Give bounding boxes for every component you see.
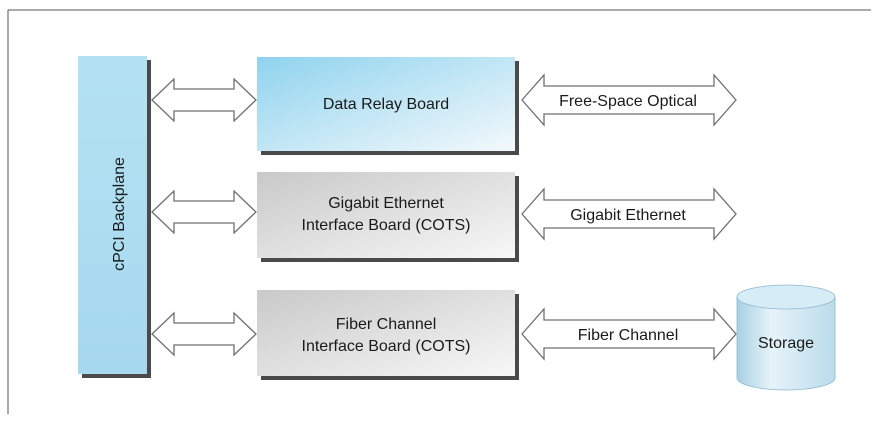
backplane-label: cPCI Backplane bbox=[111, 157, 128, 271]
fiber-channel-board: Fiber Channel Interface Board (COTS) bbox=[257, 290, 519, 380]
gigabit-ethernet-link: Gigabit Ethernet bbox=[521, 187, 737, 241]
free-space-optical-label: Free-Space Optical bbox=[559, 93, 697, 110]
gigabit-ethernet-link-label: Gigabit Ethernet bbox=[570, 207, 686, 224]
gigabit-ethernet-board-line2: Interface Board (COTS) bbox=[302, 217, 471, 234]
fiber-channel-board-line2: Interface Board (COTS) bbox=[302, 338, 471, 355]
fiber-channel-link-label: Fiber Channel bbox=[578, 327, 679, 344]
fiber-channel-arrow bbox=[521, 307, 737, 361]
storage-label: Storage bbox=[758, 335, 814, 352]
fiber-channel-link: Fiber Channel bbox=[521, 307, 737, 361]
data-relay-board: Data Relay Board bbox=[257, 57, 519, 155]
fiber-channel-board-line1: Fiber Channel bbox=[336, 316, 437, 333]
free-space-optical-link: Free-Space Optical bbox=[521, 73, 737, 127]
backplane: cPCI Backplane bbox=[78, 56, 151, 378]
backplane-arrow-fiber bbox=[151, 311, 257, 357]
storage-cylinder: Storage bbox=[736, 284, 836, 391]
gigabit-ethernet-board-line1: Gigabit Ethernet bbox=[328, 195, 444, 212]
backplane-arrow-gige bbox=[151, 189, 257, 235]
free-space-optical-arrow bbox=[521, 73, 737, 127]
gigabit-ethernet-arrow bbox=[521, 187, 737, 241]
data-relay-board-label: Data Relay Board bbox=[323, 96, 449, 113]
gigabit-ethernet-board: Gigabit Ethernet Interface Board (COTS) bbox=[257, 172, 519, 262]
backplane-arrow-relay bbox=[151, 77, 257, 123]
